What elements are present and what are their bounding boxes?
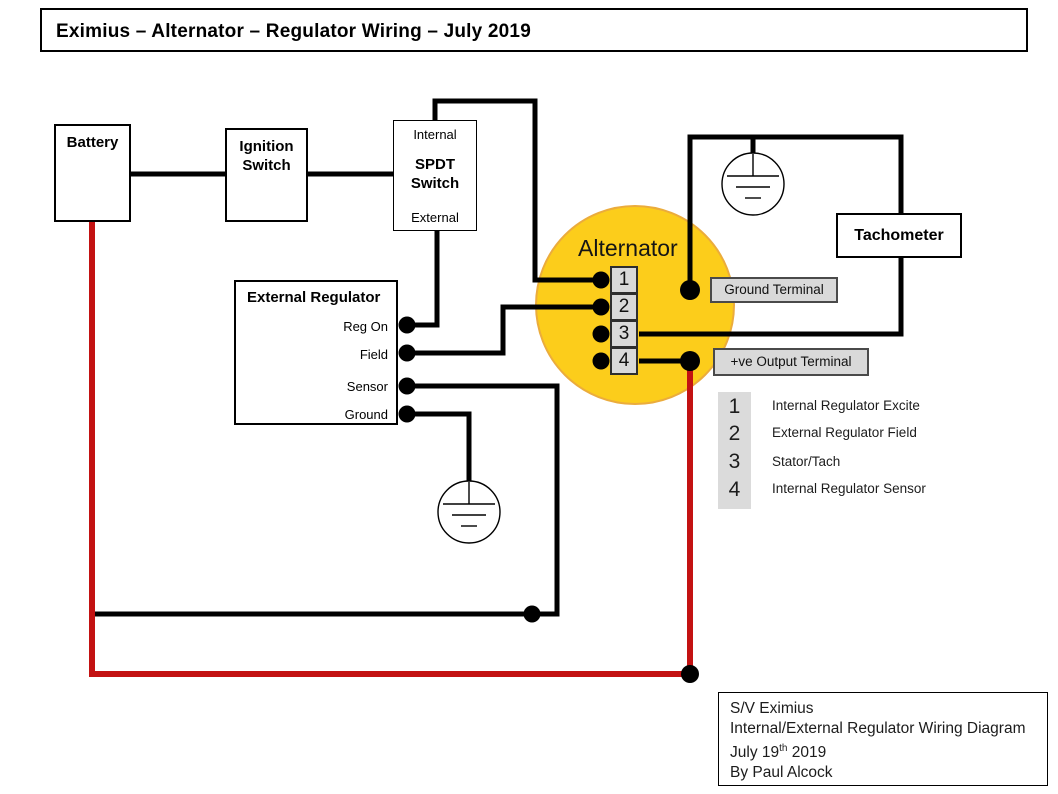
info-box: S/V Eximius Internal/External Regulator …	[718, 692, 1048, 786]
regulator-pin-ground: Ground	[344, 407, 388, 422]
title-box: Eximius – Alternator – Regulator Wiring …	[40, 8, 1028, 52]
ordinal-suffix: th	[779, 743, 788, 754]
earth-ground-mid-icon	[437, 480, 501, 544]
battery-box: Battery	[54, 124, 131, 222]
spdt-external-label: External	[411, 210, 459, 225]
external-regulator-label: External Regulator	[247, 289, 381, 306]
legend-num-3: 3	[728, 450, 741, 473]
regulator-pin-reg-on: Reg On	[343, 319, 388, 334]
alternator-terminal-2: 2	[610, 293, 638, 321]
wire-ground-to-earth	[409, 411, 472, 484]
battery-label: Battery	[66, 134, 119, 151]
legend-label-1: Internal Regulator Excite	[772, 398, 920, 413]
spdt-switch-label: SPDT Switch	[410, 156, 460, 192]
spdt-switch-box: Internal SPDT Switch External	[393, 120, 477, 231]
tachometer-box: Tachometer	[836, 213, 962, 258]
external-regulator-box: External Regulator Reg On Field Sensor G…	[234, 280, 398, 425]
alternator-terminal-4: 4	[610, 347, 638, 375]
ignition-switch-label: Ignition Switch	[239, 138, 294, 174]
legend-num-4: 4	[728, 478, 741, 501]
ignition-switch-box: Ignition Switch	[225, 128, 308, 222]
alternator-label: Alternator	[578, 235, 678, 261]
ground-terminal-tag: Ground Terminal	[710, 277, 838, 303]
alternator-terminal-3: 3	[610, 320, 638, 348]
info-vessel: S/V Eximius	[730, 700, 814, 717]
legend-label-4: Internal Regulator Sensor	[772, 481, 926, 496]
legend-num-1: 1	[728, 395, 741, 418]
info-author: By Paul Alcock	[730, 764, 833, 782]
output-terminal-tag: +ve Output Terminal	[713, 348, 869, 376]
info-date: July 19th 2019	[730, 743, 827, 762]
tachometer-label: Tachometer	[854, 227, 944, 244]
legend-num-2: 2	[728, 422, 741, 445]
legend-number-strip	[718, 392, 751, 509]
earth-ground-top-icon	[721, 152, 785, 216]
legend-label-2: External Regulator Field	[772, 425, 917, 440]
legend-label-3: Stator/Tach	[772, 454, 841, 469]
regulator-pin-sensor: Sensor	[346, 379, 388, 394]
regulator-pin-field: Field	[359, 347, 388, 362]
wire-spdt-external-to-regon	[409, 230, 440, 328]
spdt-internal-label: Internal	[413, 127, 457, 142]
page-title: Eximius – Alternator – Regulator Wiring …	[56, 21, 531, 42]
info-title: Internal/External Regulator Wiring Diagr…	[730, 720, 1026, 737]
alternator-terminal-1: 1	[610, 266, 638, 294]
